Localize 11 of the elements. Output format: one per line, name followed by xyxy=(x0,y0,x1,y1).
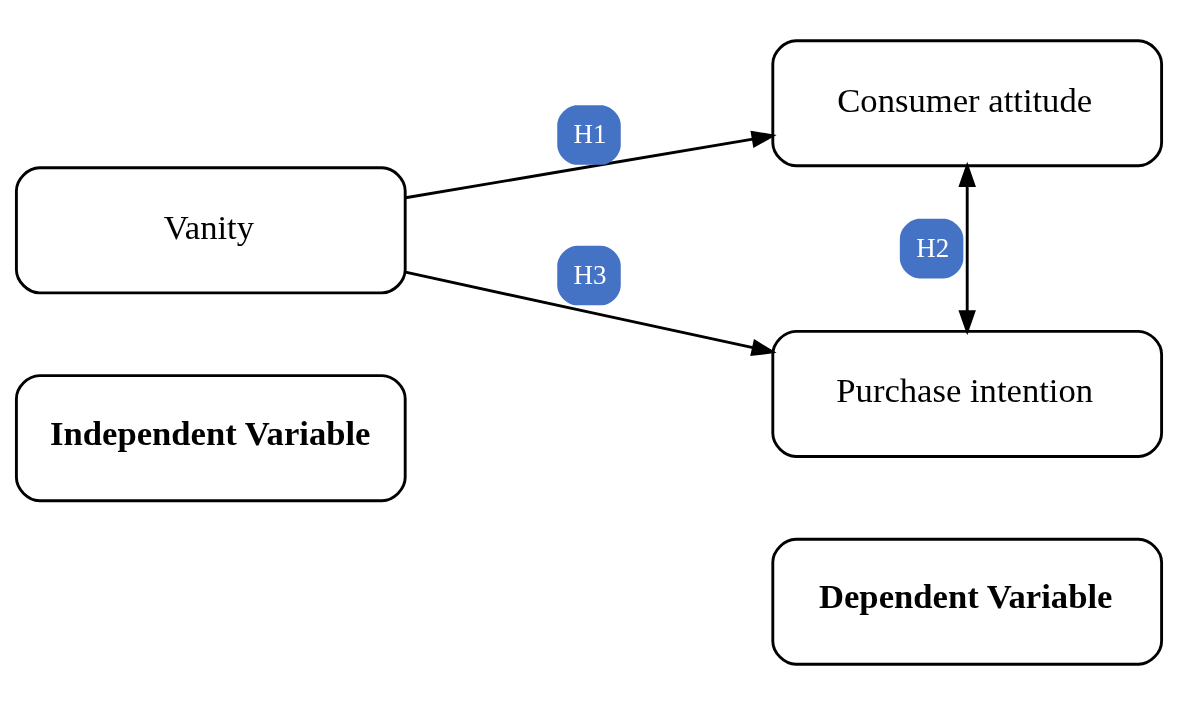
node-box: Dependent Variable xyxy=(771,537,1164,666)
edge-label: H3 xyxy=(573,259,607,290)
node-box: Consumer attitude xyxy=(771,38,1164,167)
arrow xyxy=(405,270,777,356)
arrow xyxy=(405,130,777,199)
edge-label: H2 xyxy=(916,232,950,263)
arrow xyxy=(958,161,976,335)
edge-label: H1 xyxy=(573,118,607,149)
node-box: Independent Variable xyxy=(14,373,407,502)
node-box: Purchase intention xyxy=(771,329,1164,458)
node-box: Vanity xyxy=(14,165,407,294)
